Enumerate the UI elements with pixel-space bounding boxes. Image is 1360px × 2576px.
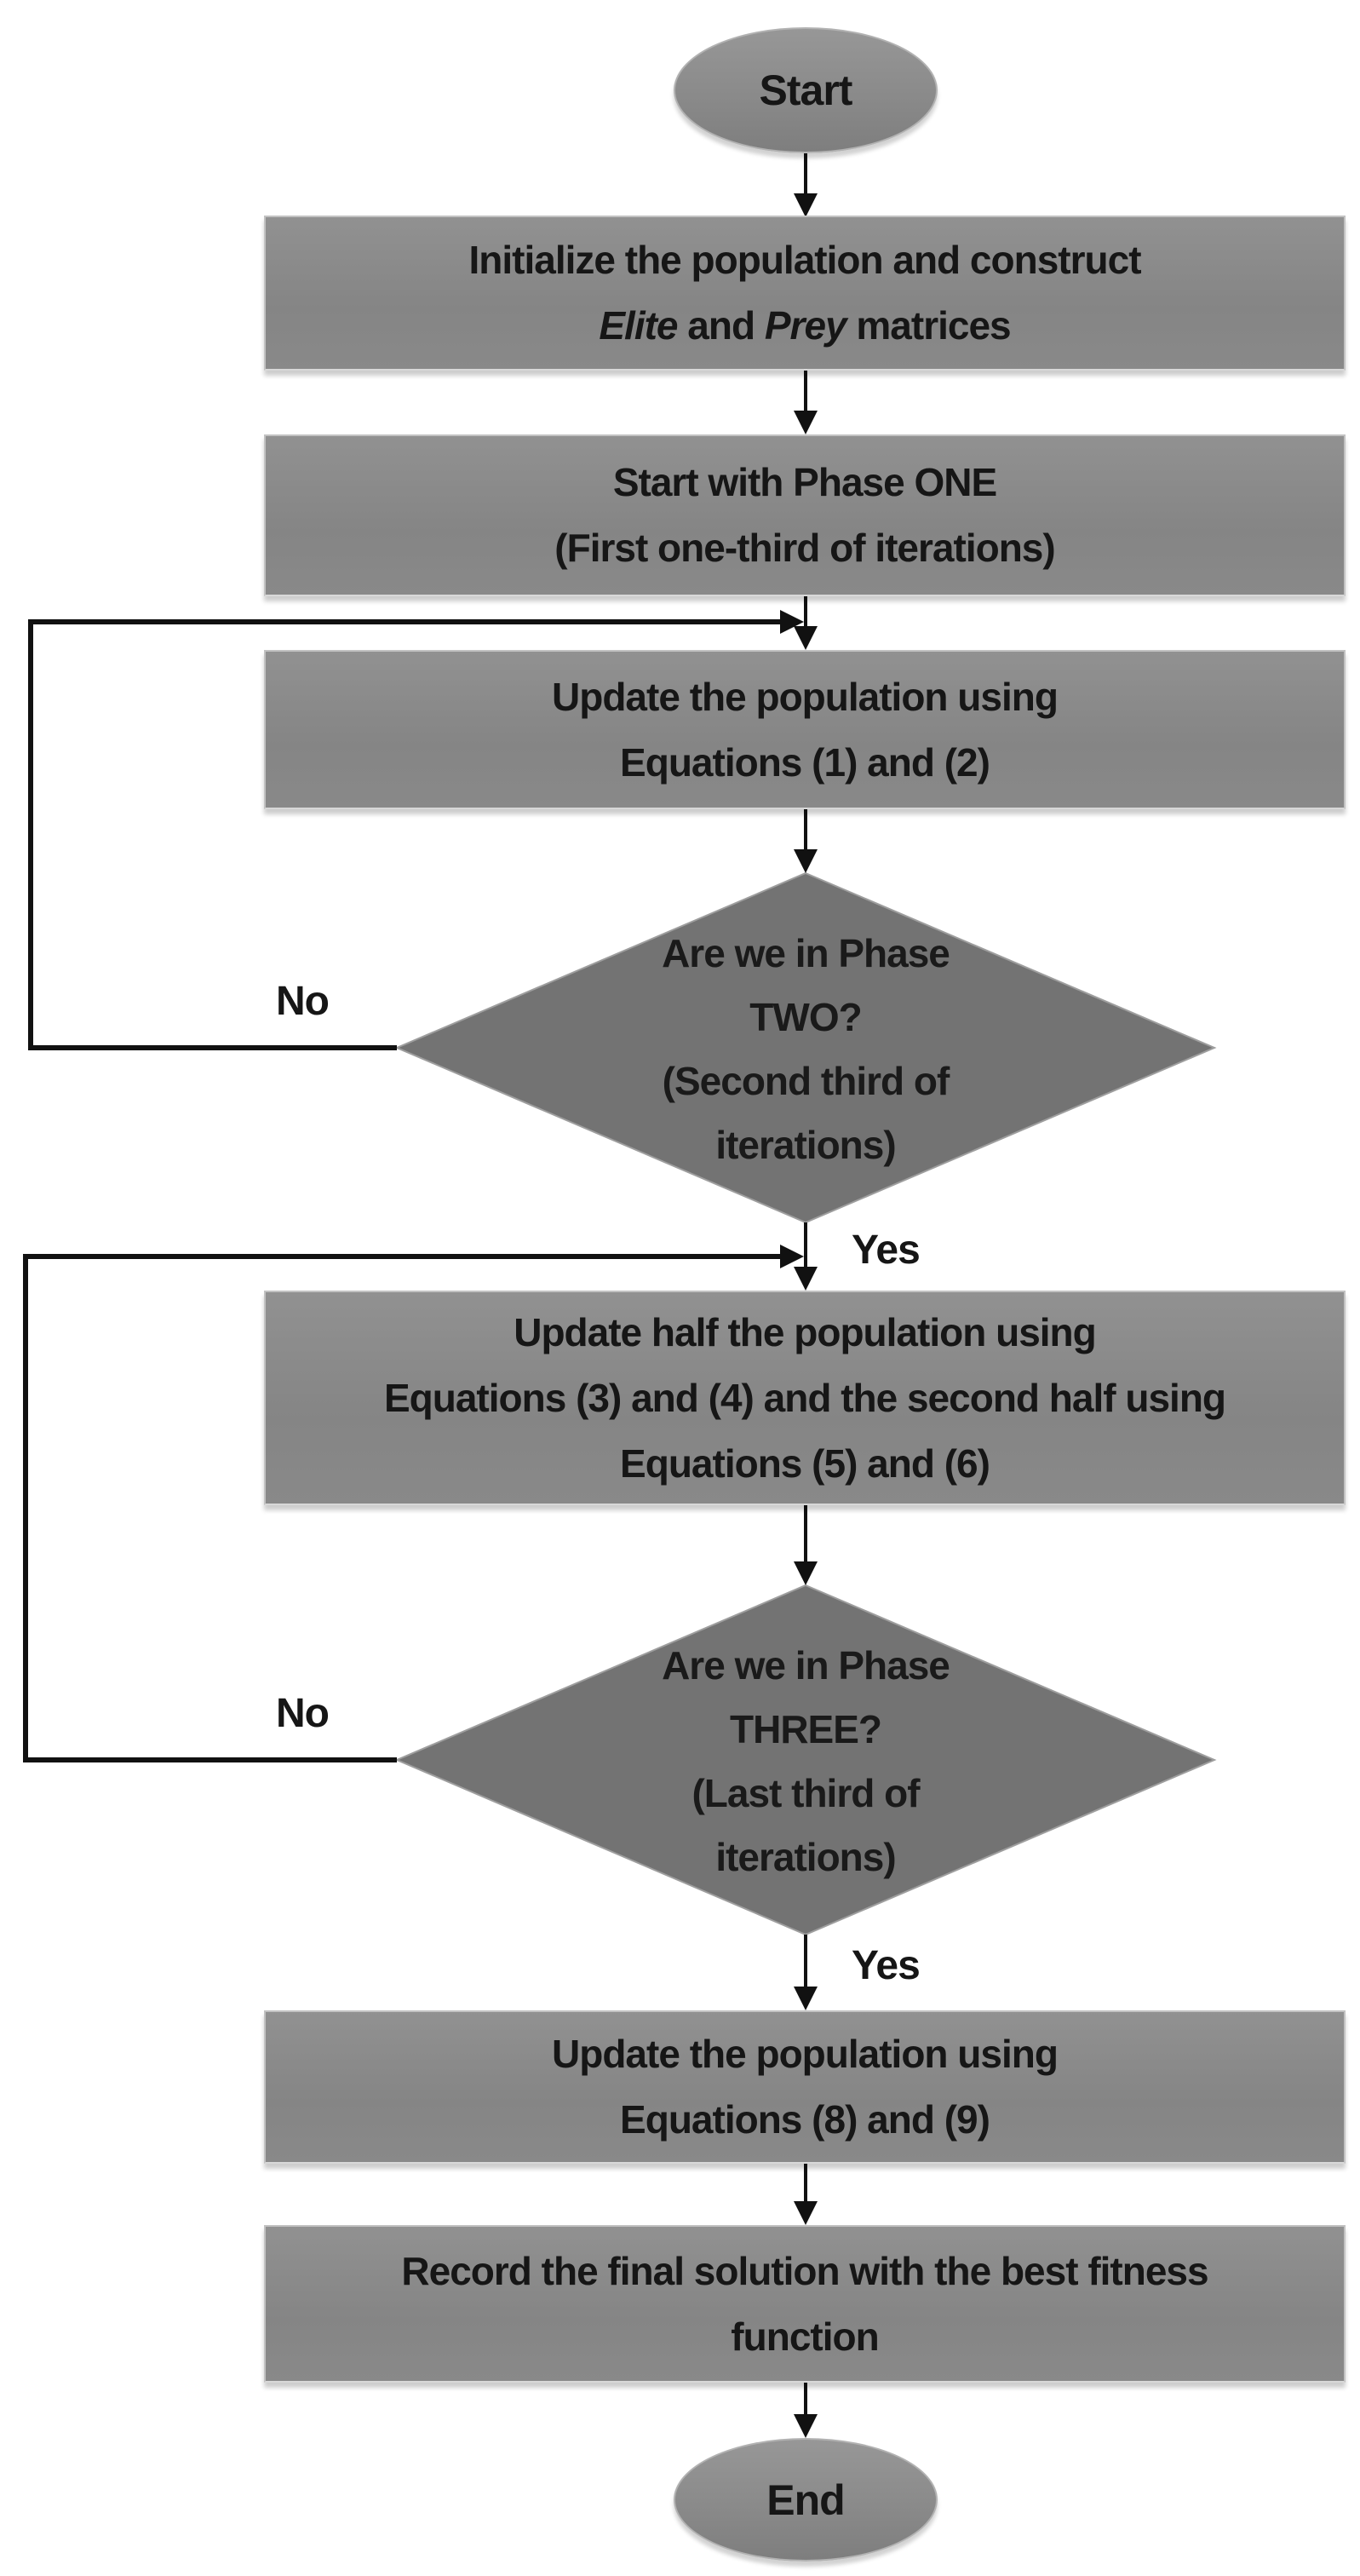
- decision-phase-two-text: Are we in Phase TWO? (Second third of it…: [508, 922, 1104, 1177]
- arrowhead-into-decision2: [794, 1561, 818, 1585]
- process-line: Equations (5) and (6): [620, 1440, 990, 1486]
- edge-label-no-2: No: [276, 1691, 330, 1736]
- start-label: Start: [759, 66, 853, 114]
- process-update-eq-1-2: Update the population using Equations (1…: [264, 650, 1346, 809]
- process-line: Equations (3) and (4) and the second hal…: [383, 1375, 1226, 1420]
- decision-line: (Last third of: [691, 1771, 920, 1815]
- process-update-eq-8-9: Update the population using Equations (8…: [264, 2010, 1346, 2164]
- process-update-eq-3-6: Update half the population using Equatio…: [264, 1291, 1346, 1505]
- arrowhead-into-update36: [794, 1267, 818, 1291]
- edge-label-yes-2: Yes: [852, 1943, 921, 1988]
- rest-word: matrices: [846, 303, 1011, 348]
- process-line: Equations (1) and (2): [620, 739, 990, 785]
- decision-line: Are we in Phase: [662, 931, 950, 975]
- process-line: function: [731, 2314, 879, 2359]
- end-label: End: [766, 2475, 845, 2524]
- decision-line: Are we in Phase: [662, 1643, 950, 1688]
- no-loop-phase-three: [23, 1254, 782, 1762]
- arrowhead-into-init: [794, 193, 818, 217]
- elite-word: Elite: [599, 303, 678, 348]
- arrowhead-into-phase-one: [794, 411, 818, 434]
- decision-line: iterations): [715, 1123, 896, 1167]
- arrowhead-into-update12: [794, 626, 818, 650]
- edge-label-no-1: No: [276, 979, 330, 1024]
- arrowheads: [780, 193, 818, 2438]
- process-line: Update the population using: [552, 674, 1059, 719]
- process-start-phase-one: Start with Phase ONE (First one-third of…: [264, 434, 1346, 596]
- process-line: Update half the population using: [514, 1309, 1097, 1354]
- process-line: Update the population using: [552, 2032, 1059, 2076]
- arrowhead-no-loop-1: [780, 610, 804, 634]
- process-initialize-population: Initialize the population and construct …: [264, 216, 1346, 371]
- process-line: (First one-third of iterations): [554, 526, 1055, 570]
- no-loop-phase-two: [28, 619, 782, 1050]
- arrowhead-into-decision1: [794, 849, 818, 873]
- process-record-final-solution: Record the final solution with the best …: [264, 2225, 1346, 2383]
- prey-word: Prey: [764, 303, 847, 348]
- decision-line: TWO?: [749, 995, 862, 1039]
- arrowhead-into-record: [794, 2201, 818, 2225]
- process-line: Equations (8) and (9): [620, 2097, 990, 2142]
- process-line: Initialize the population and construct: [468, 238, 1141, 282]
- end-terminal: End: [674, 2438, 938, 2562]
- process-line: Elite and Prey matrices: [599, 293, 1011, 359]
- edge-label-yes-1: Yes: [852, 1228, 921, 1273]
- arrowhead-no-loop-2: [780, 1245, 804, 1268]
- arrowhead-into-update89: [794, 1987, 818, 2010]
- decision-line: iterations): [715, 1835, 896, 1879]
- arrowhead-into-end: [794, 2414, 818, 2438]
- decision-line: THREE?: [730, 1707, 882, 1751]
- process-line: Start with Phase ONE: [612, 460, 997, 504]
- sep-word: and: [677, 303, 765, 348]
- start-terminal: Start: [674, 27, 938, 153]
- decision-line: (Second third of: [662, 1059, 950, 1103]
- process-line: Record the final solution with the best …: [401, 2248, 1208, 2293]
- decision-phase-three-text: Are we in Phase THREE? (Last third of it…: [508, 1634, 1104, 1889]
